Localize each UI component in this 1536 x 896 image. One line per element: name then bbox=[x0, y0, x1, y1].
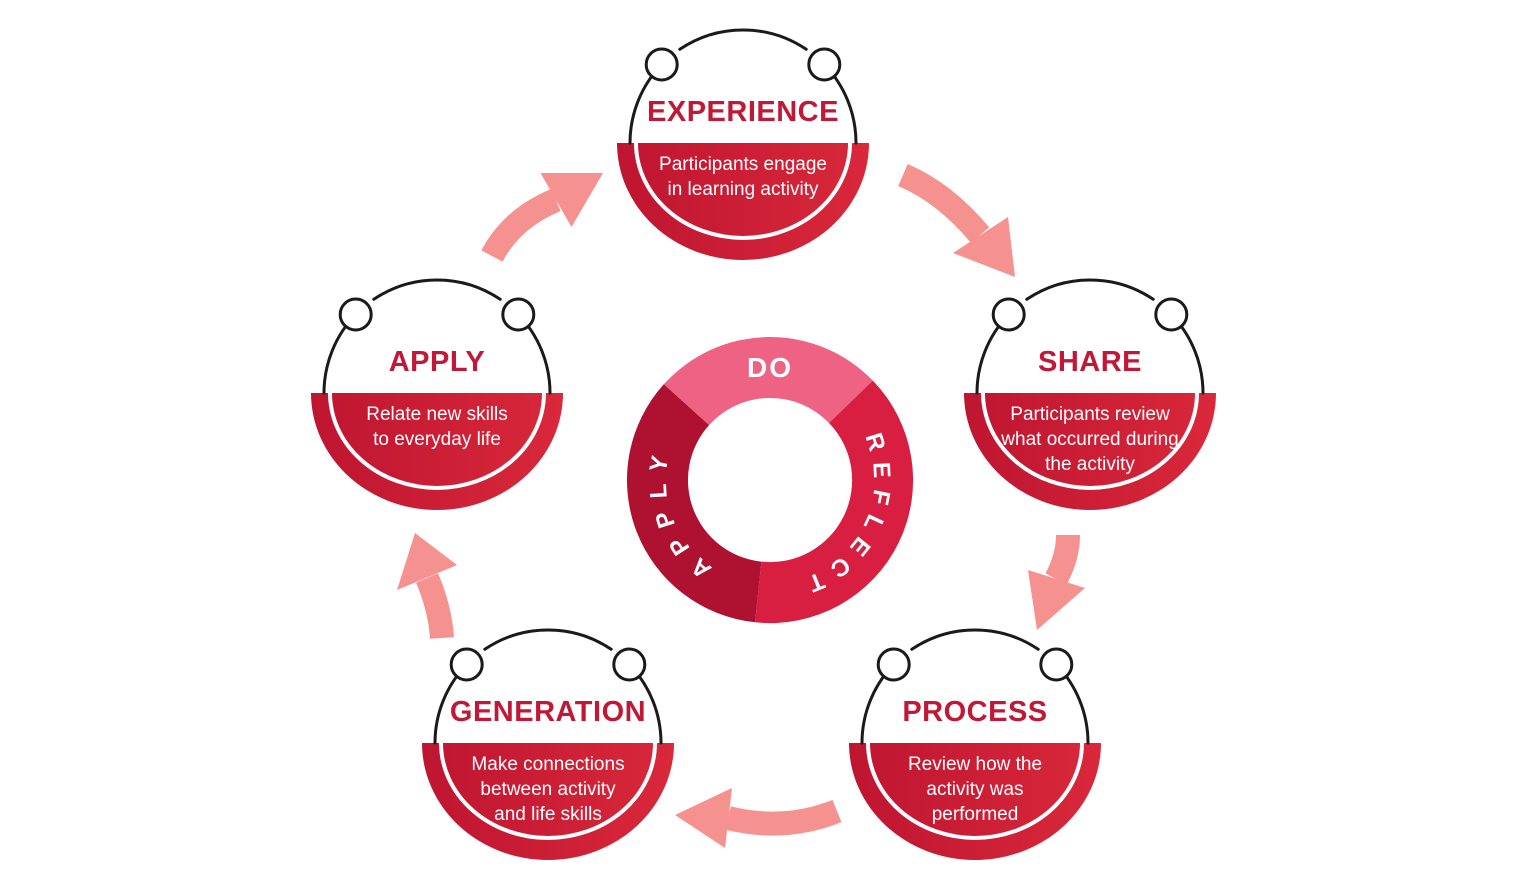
node-red-semicircle bbox=[849, 743, 1101, 860]
wheel-segment-do bbox=[663, 337, 873, 426]
node-title-generation: GENERATION bbox=[449, 696, 647, 728]
node-description-apply: Relate new skills to everyday life bbox=[366, 404, 508, 450]
node-inner-white-arc bbox=[981, 392, 1199, 490]
node-outline-arc bbox=[910, 628, 1040, 651]
node-apply bbox=[311, 278, 563, 510]
node-description-process: Review how the activity was performed bbox=[907, 754, 1043, 825]
arrow-tail bbox=[415, 573, 454, 640]
node-share bbox=[964, 278, 1216, 510]
pin-circle-icon bbox=[807, 47, 842, 82]
pin-circle-icon bbox=[501, 297, 536, 332]
arrow-share-to-process bbox=[1028, 534, 1085, 630]
pin-circle-icon bbox=[338, 297, 373, 332]
node-inner-white-arc bbox=[634, 142, 852, 240]
node-outline-arc bbox=[483, 628, 613, 651]
node-red-semicircle bbox=[311, 393, 563, 510]
arrow-head-icon bbox=[397, 533, 457, 590]
node-red-semicircle bbox=[422, 743, 674, 860]
node-inner-white-arc bbox=[439, 742, 657, 840]
arrow-head-icon bbox=[1028, 570, 1085, 630]
node-description-generation: Make connections between activity and li… bbox=[471, 754, 625, 825]
node-red-semicircle bbox=[617, 143, 869, 260]
node-experience bbox=[617, 28, 869, 260]
node-outline-arc bbox=[678, 28, 808, 51]
arrow-generation-to-apply bbox=[397, 533, 457, 640]
pin-circle-icon bbox=[612, 647, 647, 682]
node-generation bbox=[422, 628, 674, 860]
wheel-label-do: DO bbox=[747, 352, 793, 383]
node-inner-white-arc bbox=[328, 392, 546, 490]
arrow-head-icon bbox=[675, 788, 732, 848]
node-title-share: SHARE bbox=[1037, 346, 1142, 378]
node-title-process: PROCESS bbox=[902, 696, 1048, 728]
pin-circle-icon bbox=[876, 647, 911, 682]
pin-circle-icon bbox=[1154, 297, 1189, 332]
arrow-head-icon bbox=[540, 173, 603, 227]
arrow-tail bbox=[898, 163, 990, 243]
node-description-share: Participants review what occurred during… bbox=[1001, 404, 1179, 475]
arrow-process-to-generation bbox=[675, 788, 842, 848]
pin-circle-icon bbox=[644, 47, 679, 82]
arrow-apply-to-experience bbox=[481, 173, 603, 262]
wheel-segment-apply bbox=[626, 384, 762, 623]
pin-circle-icon bbox=[1039, 647, 1074, 682]
cycle-arrows bbox=[397, 163, 1085, 848]
node-title-experience: EXPERIENCE bbox=[647, 96, 839, 128]
node-process bbox=[849, 628, 1101, 860]
arrow-tail bbox=[1045, 534, 1080, 585]
node-description-experience: Participants engage in learning activity bbox=[659, 154, 827, 200]
node-outline-arc bbox=[1025, 278, 1155, 301]
center-wheel: DO REFLECT APPLY bbox=[626, 337, 914, 624]
arrow-experience-to-share bbox=[898, 163, 1015, 277]
arrow-head-icon bbox=[953, 217, 1015, 277]
wheel-segment-reflect bbox=[755, 380, 914, 624]
arrow-tail bbox=[481, 188, 561, 262]
pin-circle-icon bbox=[449, 647, 484, 682]
node-red-semicircle bbox=[964, 393, 1216, 510]
pin-circle-icon bbox=[991, 297, 1026, 332]
node-outline-arc bbox=[372, 278, 502, 301]
node-inner-white-arc bbox=[866, 742, 1084, 840]
node-title-apply: APPLY bbox=[388, 346, 486, 378]
arrow-tail bbox=[725, 799, 842, 836]
